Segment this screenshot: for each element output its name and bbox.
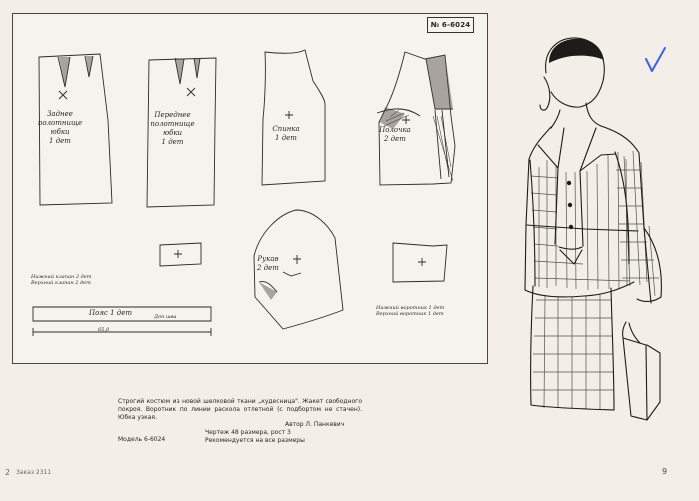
front-cut: 2 дет [384, 135, 406, 143]
pocket-note-1: Нижний клапан 2 дет [31, 274, 92, 280]
recommend-line: Рекомендуется на все размеры [205, 437, 305, 444]
right-page-number: 9 [662, 467, 668, 476]
sleeve-name: Рукав [257, 255, 279, 263]
belt-length: 65,0 [98, 327, 110, 333]
sleeve-cut: 2 дет [257, 264, 279, 272]
belt-cut: 1 дет [110, 309, 133, 317]
pattern-board [12, 13, 488, 364]
back-skirt-cut: 1 дет [49, 137, 71, 145]
belt-label: Пояс 1 дет [89, 309, 149, 318]
belt-name: Пояс [89, 309, 108, 317]
blue-check-mark-icon [645, 47, 666, 72]
woman-suit-illustration [524, 37, 662, 421]
belt-note: Доп шва [154, 314, 177, 320]
back-skirt-name: Заднее полотнище юбки [37, 110, 83, 136]
model-line: Модель 6-6024 [118, 436, 166, 443]
sleeve-label: Рукав 2 дет [251, 255, 285, 273]
description-text: Строгий костюм из новой шелковой ткани „… [118, 398, 362, 421]
back-skirt-label: Заднее полотнище юбки 1 дет [37, 110, 83, 146]
chart-line: Чертеж 48 размера, рост 3 [205, 429, 291, 436]
collar-note-1: Нижний воротник 1 дет [376, 305, 445, 311]
back-cut: 1 дет [275, 134, 297, 142]
model-number-box: № 6-6024 [427, 17, 474, 33]
front-name: Полочка [379, 126, 411, 134]
left-page-number: 2 [5, 468, 11, 477]
author-line: Автор Л. Панкевич [285, 421, 345, 428]
front-label: Полочка 2 дет [375, 126, 415, 144]
back-label: Спинка 1 дет [260, 125, 312, 143]
back-name: Спинка [272, 125, 300, 133]
pocket-note-2: Верхний клапан 2 дет [31, 280, 91, 286]
front-skirt-name: Переднее полотнище юбки [150, 111, 195, 137]
fashion-illustration [500, 0, 699, 430]
pocket-note: Нижний клапан 2 дет Верхний клапан 2 дет [31, 274, 107, 286]
collar-note-2: Верхний воротник 1 дет [376, 311, 444, 317]
front-skirt-label: Переднее полотнище юбки 1 дет [148, 111, 197, 147]
pattern-drawing [32, 49, 456, 336]
front-skirt-cut: 1 дет [161, 138, 184, 146]
collar-note: Нижний воротник 1 дет Верхний воротник 1… [376, 305, 462, 317]
order-text: Заказ 2311 [16, 469, 52, 476]
